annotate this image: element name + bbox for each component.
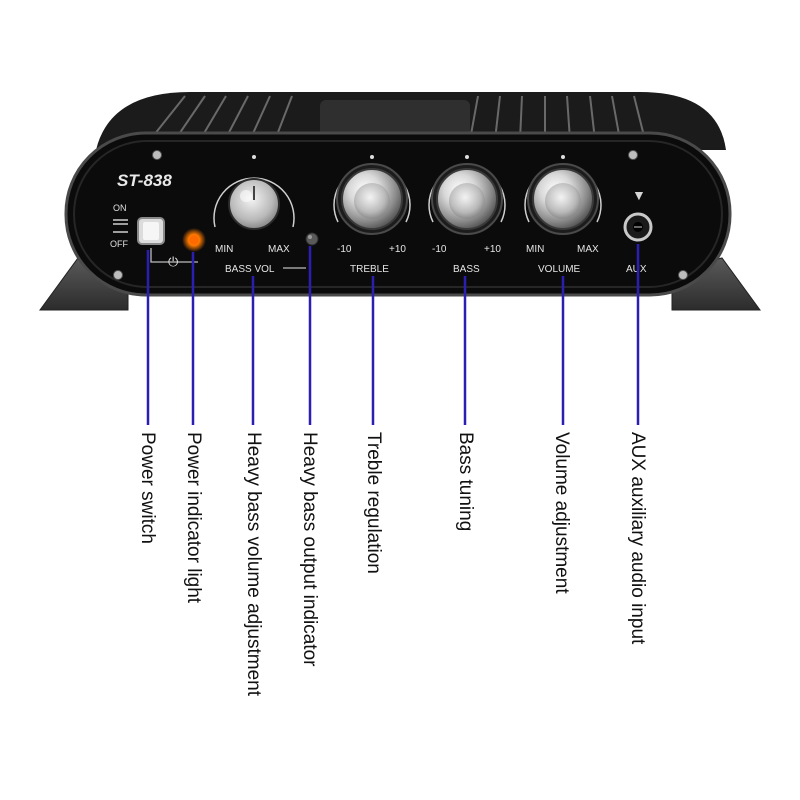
bass-min: -10 [432, 244, 447, 255]
volume-max: MAX [577, 244, 599, 255]
bass-knob-group [428, 155, 506, 235]
bass-volume-knob[interactable] [228, 178, 280, 230]
treble-max: +10 [389, 244, 406, 255]
pointer-lines [146, 244, 640, 425]
callout-power-indicator-light: Power indicator light [183, 432, 204, 604]
bass-vol-name: BASS VOL [225, 264, 275, 275]
power-indicator-light [189, 235, 199, 245]
treble-min: -10 [337, 244, 352, 255]
model-label: ST-838 [117, 171, 172, 190]
treble-name: TREBLE [350, 264, 389, 275]
power-bracket-line [150, 248, 198, 263]
callout-heavy-bass-output-indicator: Heavy bass output indicator [299, 432, 320, 667]
callout-bass-tuning: Bass tuning [455, 432, 476, 532]
bass-name: BASS [453, 264, 480, 275]
panel-screws [113, 150, 688, 280]
callout-power-switch: Power switch [137, 432, 158, 544]
switch-indicator-marks [113, 219, 128, 233]
volume-min: MIN [526, 244, 544, 255]
volume-knob-group [524, 155, 602, 235]
switch-off-label: OFF [110, 239, 128, 249]
bass-vol-min: MIN [215, 244, 233, 255]
bass-volume-knob-group [213, 155, 295, 230]
power-symbol: ⏻ [168, 254, 178, 269]
treble-knob-group [333, 155, 411, 235]
volume-name: VOLUME [538, 264, 581, 275]
bass-output-indicator [305, 232, 319, 246]
callout-heavy-bass-volume: Heavy bass volume adjustment [243, 432, 264, 697]
bass-vol-max: MAX [268, 244, 290, 255]
callout-treble-regulation: Treble regulation [363, 432, 384, 574]
bass-max: +10 [484, 244, 501, 255]
callout-aux-input: AUX auxiliary audio input [627, 432, 648, 645]
aux-arrow-icon: ▼ [632, 187, 646, 203]
switch-on-label: ON [113, 203, 127, 213]
aux-name: AUX [626, 264, 647, 275]
callout-volume-adjustment: Volume adjustment [551, 432, 572, 594]
